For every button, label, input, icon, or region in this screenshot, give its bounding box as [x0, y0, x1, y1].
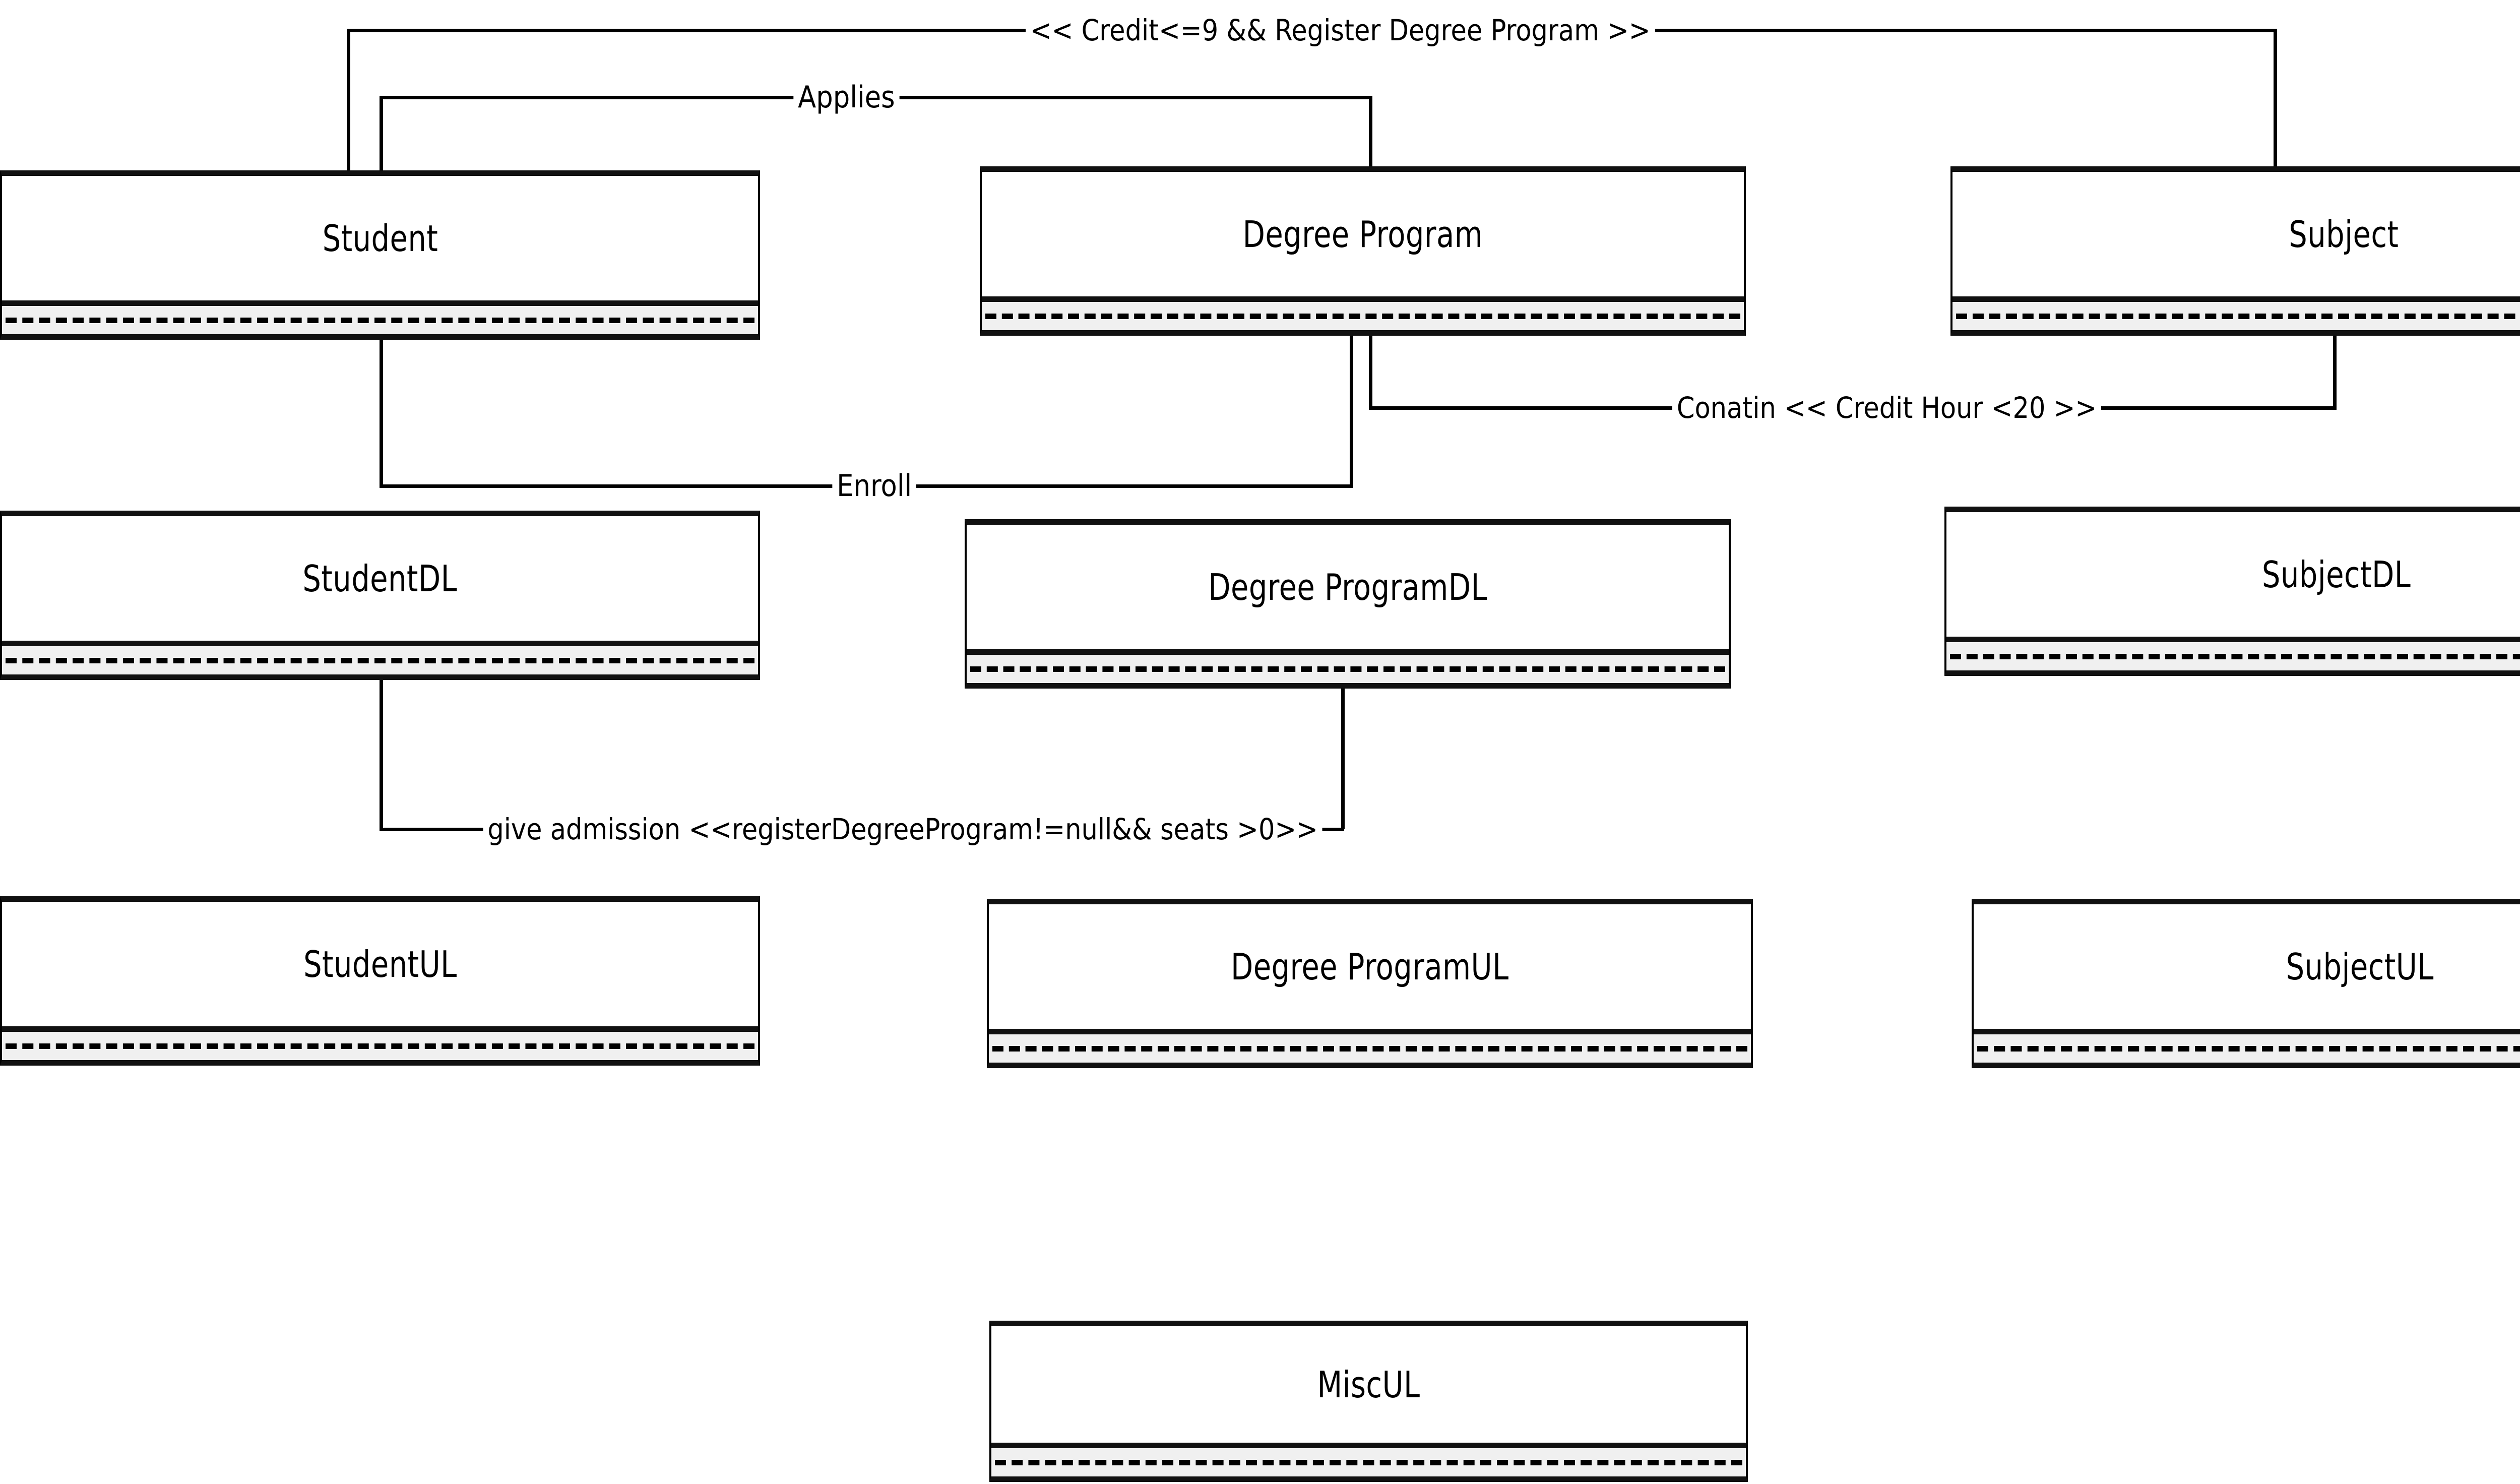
edge-credit-register-riser-student: [347, 29, 350, 174]
edge-label-conatin: Conatin << Credit Hour <20 >>: [1672, 393, 2101, 422]
class-name-subject-dl: SubjectDL: [2261, 553, 2411, 596]
class-box-degree-program[interactable]: Degree Program: [980, 166, 1746, 336]
class-name-degree-program: Degree Program: [1242, 213, 1483, 256]
class-compartment-degree-programul: [989, 1034, 1751, 1063]
class-name-subject-ul: SubjectUL: [2286, 945, 2434, 988]
edge-credit-register-drop-subject: [2274, 29, 2277, 174]
class-compartment-subject: [1952, 302, 2520, 330]
class-compartment-degree-programdl: [967, 655, 1729, 683]
class-divider-misc-ul: [991, 1443, 1746, 1448]
class-name-degree-programul: Degree ProgramUL: [1231, 945, 1509, 988]
edge-give-admission-drop-degree-programdl: [1341, 687, 1345, 829]
class-divider-subject: [1952, 296, 2520, 302]
class-divider-degree-programdl: [967, 649, 1729, 655]
class-divider-subject-ul: [1974, 1029, 2520, 1034]
class-dashed-line-misc-ul: [995, 1459, 1742, 1465]
class-divider-degree-program: [982, 296, 1744, 302]
edge-give-admission-drop-student-dl: [380, 678, 383, 829]
edge-applies-riser-student: [380, 96, 383, 174]
class-compartment-student: [2, 306, 758, 334]
class-dashed-line-degree-program: [985, 313, 1740, 319]
class-dashed-line-student: [6, 317, 754, 323]
class-dashed-line-degree-programul: [992, 1045, 1747, 1052]
class-name-student-ul: StudentUL: [303, 943, 457, 985]
edge-enroll-drop-degree-program: [1350, 336, 1353, 486]
class-title-area-subject-ul: SubjectUL: [1974, 904, 2520, 1029]
class-compartment-misc-ul: [991, 1448, 1746, 1476]
class-name-student: Student: [322, 217, 438, 260]
class-title-area-subject: Subject: [1952, 172, 2520, 296]
class-title-area-degree-programul: Degree ProgramUL: [989, 904, 1751, 1029]
class-box-subject[interactable]: Subject: [1950, 166, 2520, 336]
class-box-student-ul[interactable]: StudentUL: [0, 896, 760, 1066]
class-divider-student: [2, 300, 758, 306]
class-box-degree-programdl[interactable]: Degree ProgramDL: [965, 519, 1731, 689]
edge-label-give-admission: give admission <<registerDegreeProgram!=…: [483, 815, 1322, 844]
class-title-area-degree-program: Degree Program: [982, 172, 1744, 296]
edge-label-credit-register: << Credit<=9 && Register Degree Program …: [1026, 16, 1655, 45]
class-box-subject-ul[interactable]: SubjectUL: [1972, 899, 2520, 1068]
edge-label-enroll: Enroll: [832, 471, 916, 501]
class-title-area-student-ul: StudentUL: [2, 902, 758, 1026]
edge-enroll-drop-student: [380, 338, 383, 486]
class-name-subject: Subject: [2288, 213, 2399, 256]
class-compartment-degree-program: [982, 302, 1744, 330]
class-compartment-student-ul: [2, 1032, 758, 1060]
class-title-area-misc-ul: MiscUL: [991, 1326, 1746, 1443]
edge-conatin-riser-subject: [2333, 336, 2337, 408]
class-compartment-subject-ul: [1974, 1034, 2520, 1063]
edge-conatin-riser-degree-program: [1369, 336, 1372, 408]
class-name-degree-programdl: Degree ProgramDL: [1208, 566, 1487, 608]
edge-applies-drop-degree-program: [1369, 96, 1372, 174]
class-dashed-line-subject-ul: [1977, 1045, 2520, 1052]
class-box-degree-programul[interactable]: Degree ProgramUL: [987, 899, 1753, 1068]
class-compartment-student-dl: [2, 646, 758, 674]
class-divider-student-dl: [2, 641, 758, 646]
class-box-student-dl[interactable]: StudentDL: [0, 511, 760, 680]
class-dashed-line-degree-programdl: [970, 666, 1725, 672]
class-box-subject-dl[interactable]: SubjectDL: [1944, 507, 2520, 676]
class-divider-degree-programul: [989, 1029, 1751, 1034]
class-title-area-student-dl: StudentDL: [2, 516, 758, 641]
class-divider-subject-dl: [1946, 637, 2520, 642]
class-dashed-line-student-dl: [6, 657, 754, 663]
class-dashed-line-subject: [1956, 313, 2520, 319]
class-box-misc-ul[interactable]: MiscUL: [989, 1321, 1748, 1482]
class-dashed-line-student-ul: [6, 1043, 754, 1049]
class-name-student-dl: StudentDL: [302, 557, 458, 600]
class-compartment-subject-dl: [1946, 642, 2520, 670]
class-dashed-line-subject-dl: [1950, 653, 2520, 659]
edge-label-applies: Applies: [793, 82, 900, 112]
class-divider-student-ul: [2, 1026, 758, 1032]
class-box-student[interactable]: Student: [0, 170, 760, 340]
class-title-area-degree-programdl: Degree ProgramDL: [967, 525, 1729, 649]
class-title-area-student: Student: [2, 176, 758, 300]
class-title-area-subject-dl: SubjectDL: [1946, 512, 2520, 637]
class-name-misc-ul: MiscUL: [1317, 1363, 1420, 1406]
